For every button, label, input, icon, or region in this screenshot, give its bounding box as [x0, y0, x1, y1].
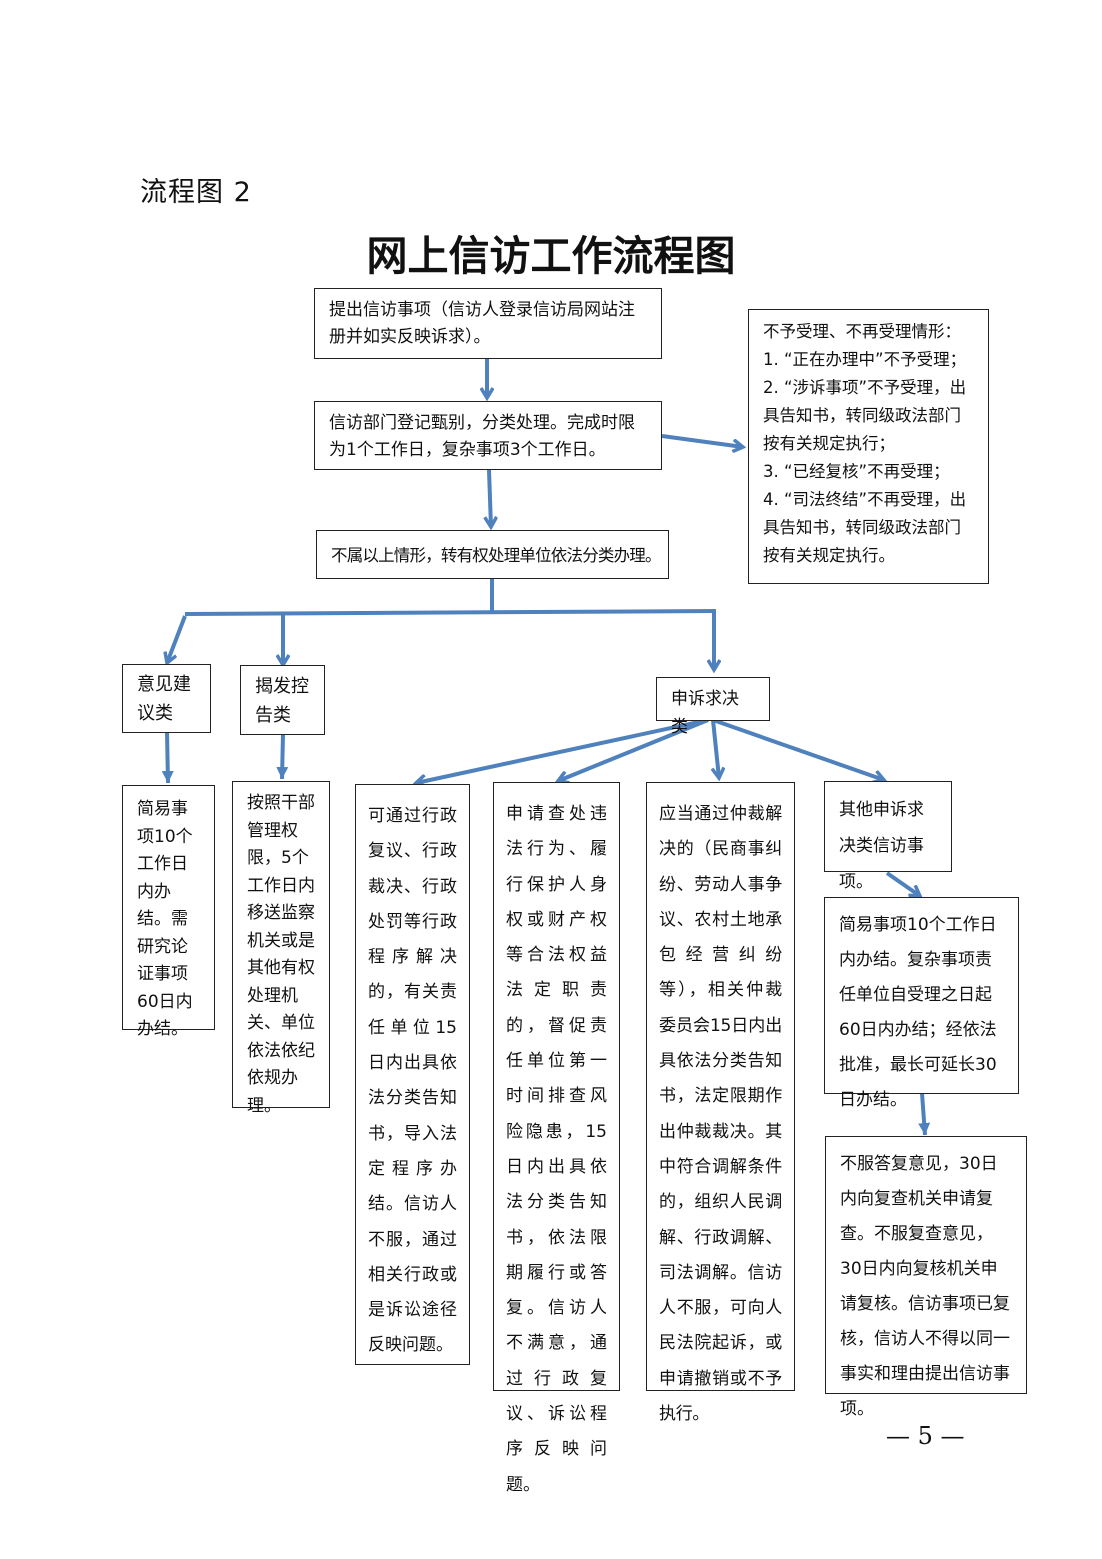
page-number: — 5 —: [886, 1422, 965, 1450]
category-suggestion-label: 意见建议类: [137, 674, 191, 724]
other-handling-text: 简易事项10个工作日内办结。复杂事项责任单位自受理之日起60日内办结；经依法批准…: [839, 915, 997, 1110]
rejection-item-1: 1. “正在办理中”不予受理；: [763, 350, 967, 369]
page-title: 网上信访工作流程图: [0, 222, 1102, 282]
suggestion-detail-box: 简易事项10个工作日内办结。需研究论证事项60日内办结。: [122, 785, 215, 1039]
step-register-box: 信访部门登记甄别，分类处理。完成时限为1个工作日，复杂事项3个工作日。: [314, 401, 662, 470]
appeal-duty-box: 申请查处违法行为、履行保护人身权或财产权等合法权益法定职责的，督促责任单位第一时…: [493, 782, 620, 1495]
rejection-item-2: 2. “涉诉事项”不予受理，出具告知书，转同级政法部门按有关规定执行；: [763, 378, 967, 453]
arrow-step2-to-rejection: [661, 434, 743, 447]
appeal-arbitration-text: 应当通过仲裁解决的（民商事纠纷、劳动人事争议、农村土地承包经营纠纷等），相关仲裁…: [659, 804, 782, 1425]
arrow-to-suggestion: [167, 615, 187, 663]
arrow-appeal-administrative: [416, 718, 709, 783]
category-appeal-box: 申诉求决类: [656, 677, 770, 737]
other-review-box: 不服答复意见，30日内向复查机关申请复查。不服复查意见，30日内向复核机关申请复…: [825, 1136, 1027, 1419]
category-report-box: 揭发控告类: [240, 665, 325, 735]
page-title-text: 网上信访工作流程图: [366, 232, 736, 280]
appeal-other-text: 其他申诉求决类信访事项。: [839, 800, 924, 892]
category-report-label: 揭发控告类: [255, 676, 309, 726]
suggestion-detail-text: 简易事项10个工作日内办结。需研究论证事项60日内办结。: [137, 799, 193, 1039]
appeal-arbitration-box: 应当通过仲裁解决的（民商事纠纷、劳动人事争议、农村土地承包经营纠纷等），相关仲裁…: [646, 782, 795, 1424]
appeal-duty-text: 申请查处违法行为、履行保护人身权或财产权等合法权益法定职责的，督促责任单位第一时…: [506, 804, 607, 1495]
connector-branch-bar: [184, 609, 717, 616]
step-submit-box: 提出信访事项（信访人登录信访局网站注册并如实反映诉求）。: [314, 288, 662, 359]
appeal-administrative-box: 可通过行政复议、行政裁决、行政处罚等行政程序解决的，有关责任单位15日内出具依法…: [355, 784, 470, 1365]
arrow-step2-to-step3: [489, 469, 491, 527]
other-handling-box: 简易事项10个工作日内办结。复杂事项责任单位自受理之日起60日内办结；经依法批准…: [824, 897, 1019, 1110]
report-detail-text: 按照干部管理权限，5个工作日内移送监察机关或是其他有权处理机关、单位依法依纪依规…: [247, 793, 315, 1116]
rejection-heading: 不予受理、不再受理情形：: [763, 322, 961, 341]
other-review-text: 不服答复意见，30日内向复查机关申请复查。不服复查意见，30日内向复核机关申请复…: [840, 1154, 1010, 1419]
figure-label: 流程图 2: [140, 177, 252, 208]
report-detail-box: 按照干部管理权限，5个工作日内移送监察机关或是其他有权处理机关、单位依法依纪依规…: [232, 781, 330, 1116]
rejection-item-3: 3. “已经复核”不再受理；: [763, 462, 950, 481]
step-submit-text: 提出信访事项（信访人登录信访局网站注册并如实反映诉求）。: [329, 300, 635, 347]
appeal-administrative-text: 可通过行政复议、行政裁决、行政处罚等行政程序解决的，有关责任单位15日内出具依法…: [368, 806, 457, 1356]
category-suggestion-box: 意见建议类: [122, 664, 211, 733]
rejection-box: 不予受理、不再受理情形： 1. “正在办理中”不予受理； 2. “涉诉事项”不予…: [748, 309, 989, 584]
appeal-other-box: 其他申诉求决类信访事项。: [824, 781, 952, 892]
arrow-suggestion-detail: [161, 731, 174, 784]
category-appeal-label: 申诉求决类: [671, 689, 739, 737]
step-register-text: 信访部门登记甄别，分类处理。完成时限为1个工作日，复杂事项3个工作日。: [329, 413, 635, 460]
rejection-item-4: 4. “司法终结”不再受理，出具告知书，转同级政法部门按有关规定执行。: [763, 490, 967, 565]
arrow-report-detail: [276, 733, 289, 780]
step-transfer-text: 不属以上情形，转有权处理单位依法分类办理。: [331, 546, 662, 565]
step-transfer-box: 不属以上情形，转有权处理单位依法分类办理。: [316, 530, 669, 579]
